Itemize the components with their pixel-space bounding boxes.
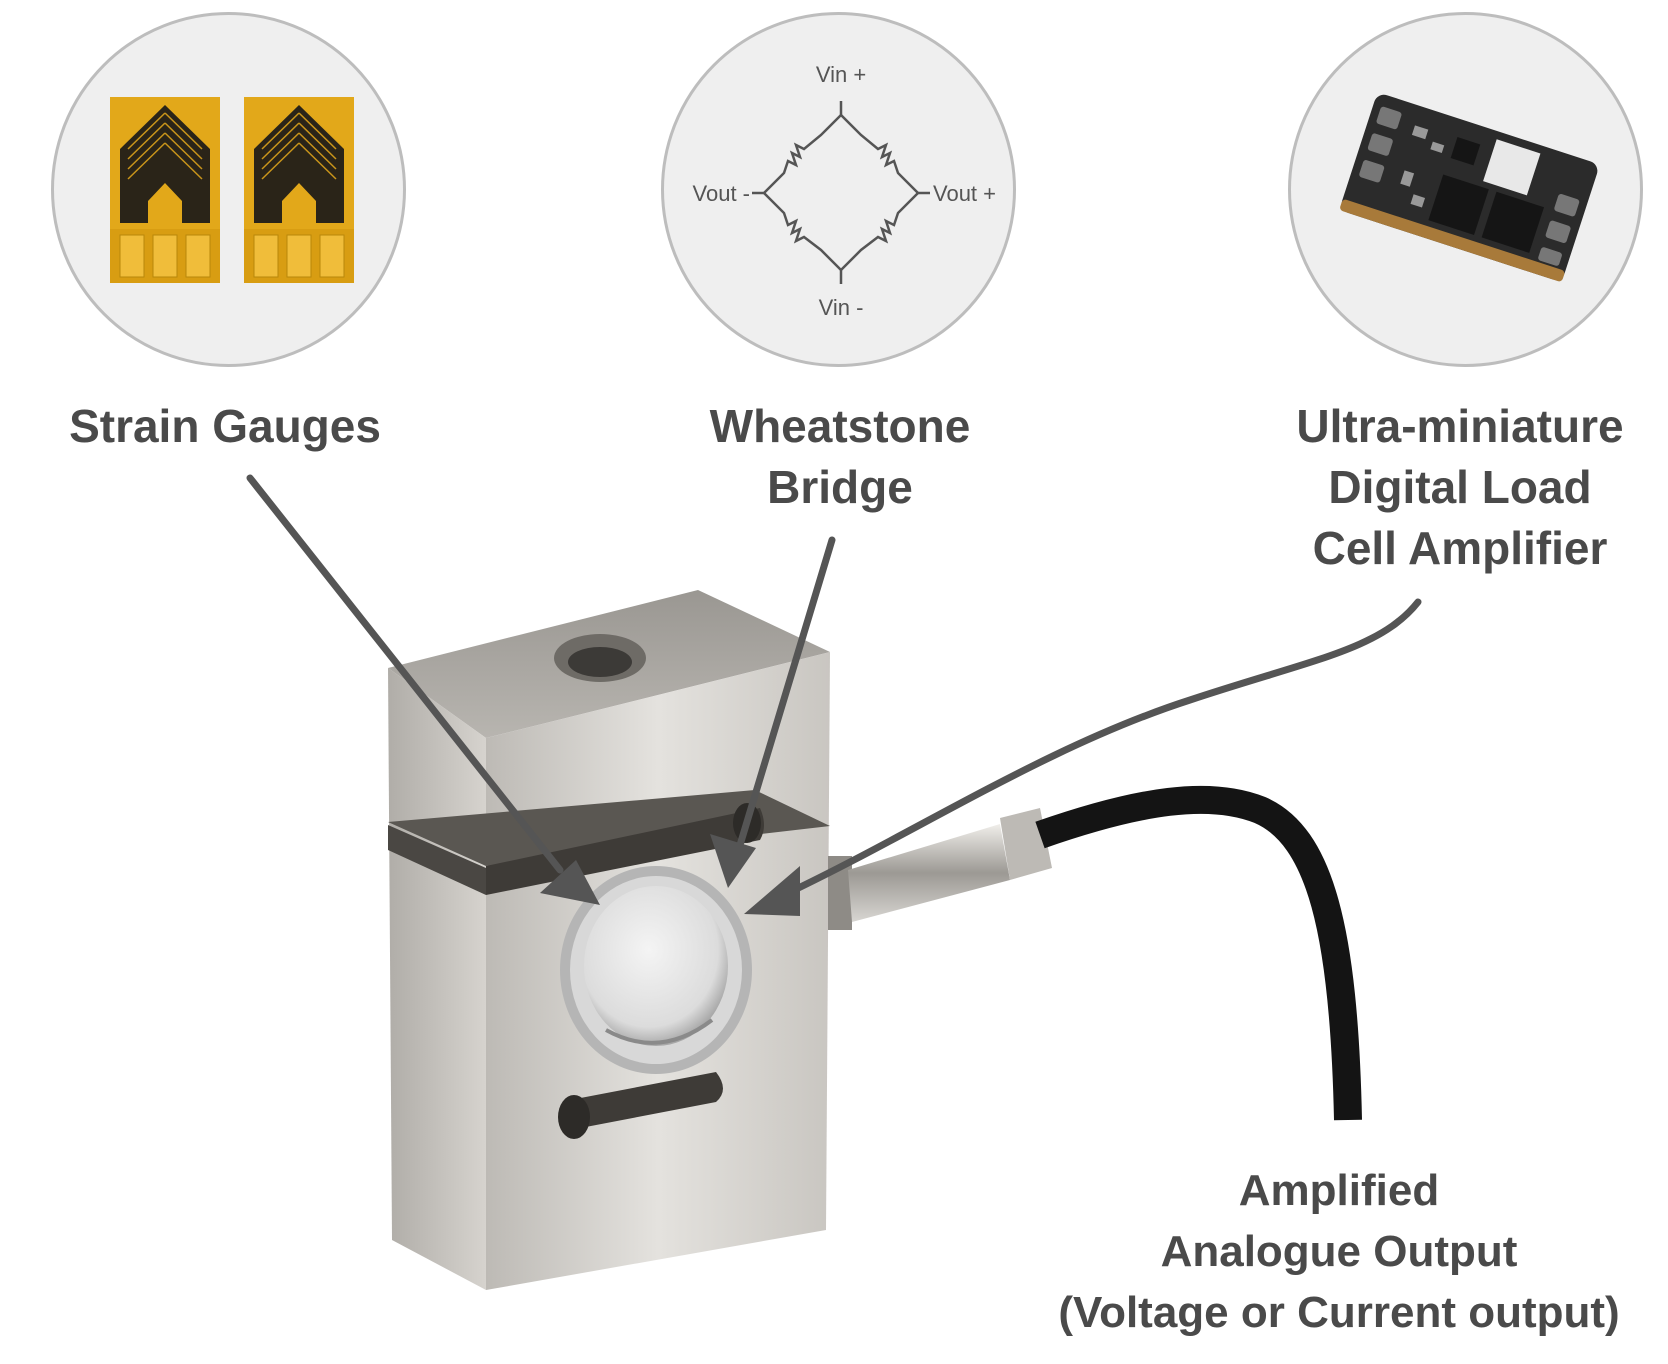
- strain-gauges-arrowhead: [540, 860, 600, 905]
- vin-minus-label: Vin -: [819, 295, 864, 320]
- strain-gauges-label: Strain Gauges: [69, 400, 381, 452]
- wheatstone-line-1: Wheatstone: [709, 400, 971, 452]
- wheatstone-arrowhead: [710, 834, 756, 888]
- amplifier-board-image: [1340, 94, 1598, 282]
- output-line-3: (Voltage or Current output): [1058, 1288, 1620, 1337]
- output-line-1: Amplified: [1238, 1166, 1440, 1215]
- wheatstone-bridge-circle: Vin + Vin - Vout - Vout +: [661, 12, 1016, 367]
- wheatstone-bridge-diagram: Vin + Vin - Vout - Vout +: [693, 62, 997, 320]
- output-label: Amplified Analogue Output (Voltage or Cu…: [1024, 1160, 1654, 1343]
- cable: [1035, 785, 1362, 1121]
- strain-gauges-arrow: [246, 474, 564, 874]
- amplifier-line-2: Digital Load: [1328, 461, 1592, 513]
- wheatstone-bridge-label: Wheatstone Bridge: [680, 396, 1000, 518]
- vout-minus-label: Vout -: [693, 181, 750, 206]
- amplifier-label: Ultra-miniature Digital Load Cell Amplif…: [1270, 396, 1650, 579]
- load-cell: [388, 590, 1052, 1290]
- strain-gauges-image: [110, 97, 354, 283]
- wheatstone-line-2: Bridge: [767, 461, 913, 513]
- amplifier-line-1: Ultra-miniature: [1296, 400, 1624, 452]
- wheatstone-arrow: [736, 536, 836, 849]
- amplifier-circle: [1288, 12, 1643, 367]
- vout-plus-label: Vout +: [933, 181, 996, 206]
- amplifier-arrow: [786, 598, 1422, 896]
- amplifier-line-3: Cell Amplifier: [1312, 522, 1608, 574]
- strain-gauges-circle: [51, 12, 406, 367]
- output-line-2: Analogue Output: [1160, 1227, 1518, 1276]
- amplifier-arrowhead: [744, 866, 800, 916]
- vin-plus-label: Vin +: [816, 62, 866, 87]
